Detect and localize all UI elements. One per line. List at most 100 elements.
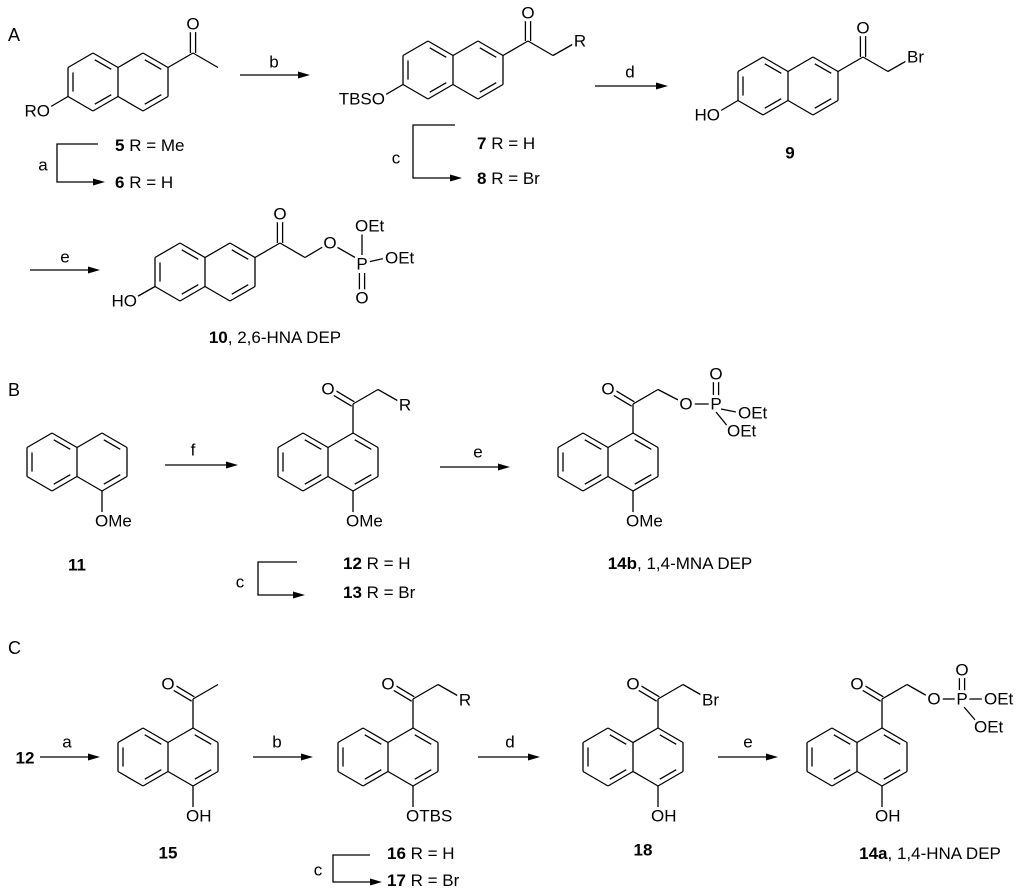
ring-bond xyxy=(67,52,94,69)
arrowhead xyxy=(766,753,778,761)
ring-bond xyxy=(352,432,379,449)
atom-o: O xyxy=(323,234,336,253)
arrowhead xyxy=(88,266,100,274)
ring-bond xyxy=(192,770,219,787)
compound-16-structure: O R OTBS xyxy=(378,672,474,829)
atom-o: O xyxy=(955,661,968,680)
atom-o: O xyxy=(679,395,692,414)
bond xyxy=(502,40,529,57)
arrowhead xyxy=(450,174,462,182)
compound-label-8: 8 R = Br xyxy=(477,169,540,188)
bond xyxy=(552,42,576,57)
bond xyxy=(682,683,704,697)
ring-bond xyxy=(117,52,144,69)
ring-bond xyxy=(117,727,144,744)
compound-15-structure: O OH xyxy=(158,672,214,829)
ring-bond xyxy=(167,727,194,744)
aromatic-inner-bond xyxy=(479,82,497,93)
ring-bond xyxy=(477,83,504,100)
double-bond xyxy=(334,389,355,403)
aromatic-inner-bond xyxy=(883,734,901,745)
ring-bond xyxy=(787,99,814,116)
aromatic-inner-bond xyxy=(304,439,322,450)
compound-label-12: 12 R = H xyxy=(343,554,411,573)
atom-ome: OMe xyxy=(626,512,663,531)
arrowhead xyxy=(93,178,105,186)
aromatic-inner-bond xyxy=(231,284,249,295)
panel-label-b: B xyxy=(8,380,20,400)
atom-ome: OMe xyxy=(95,512,132,531)
ring-bond xyxy=(167,770,194,787)
ring-bond xyxy=(67,95,94,112)
aromatic-inner-bond xyxy=(144,59,162,70)
ring-bond xyxy=(101,475,128,492)
reagent-f: f xyxy=(191,441,196,460)
ring-bond xyxy=(154,285,181,302)
ring-bond xyxy=(204,285,231,302)
compound-10-structure: O O P OEt OEt O HO xyxy=(109,202,418,314)
compound-label-6: 6 R = H xyxy=(115,173,173,192)
compound-label-13: 13 R = Br xyxy=(343,583,416,602)
ring-bond xyxy=(101,432,128,449)
atom-ho: HO xyxy=(112,292,138,311)
ring-bond xyxy=(452,40,479,57)
aromatic-inner-bond xyxy=(814,98,832,109)
compound-label-18: 18 xyxy=(634,841,653,860)
atom-o: O xyxy=(521,4,534,23)
double-bond xyxy=(611,393,632,407)
ring-bond xyxy=(762,99,789,116)
ring-bond xyxy=(557,475,584,492)
aromatic-inner-bond xyxy=(764,63,782,74)
aromatic-inner-bond xyxy=(364,734,382,745)
aromatic-inner-bond xyxy=(414,734,432,745)
aromatic-inner-bond xyxy=(53,439,71,450)
reagent-e: e xyxy=(743,733,752,752)
ring-bond xyxy=(582,432,609,449)
ring-bond xyxy=(737,56,764,73)
aromatic-inner-bond xyxy=(883,769,901,780)
compound-14a-structure: O O P O OEt OEt OH xyxy=(847,658,1016,829)
aromatic-inner-bond xyxy=(659,734,677,745)
atom-o: O xyxy=(161,675,174,694)
bond xyxy=(377,388,401,403)
compound-label-14b: 14b, 1,4-MNA DEP xyxy=(608,554,753,573)
atom-p: P xyxy=(956,690,967,709)
atom-p: P xyxy=(356,255,367,274)
aromatic-inner-bond xyxy=(659,769,677,780)
reagent-e: e xyxy=(60,248,69,267)
ring-bond xyxy=(881,770,908,787)
atom-o: O xyxy=(709,365,722,384)
double-bond xyxy=(174,684,195,698)
aromatic-inner-bond xyxy=(231,249,249,260)
compound-7-structure: O R TBSO xyxy=(336,1,589,112)
ring-bond xyxy=(856,727,883,744)
bond xyxy=(963,706,977,722)
bond xyxy=(412,683,439,700)
ring-bond xyxy=(607,770,634,787)
atom-o: O xyxy=(626,675,639,694)
reagent-a: a xyxy=(62,733,72,752)
atom-ome: OMe xyxy=(346,512,383,531)
ring-bond xyxy=(387,770,414,787)
ring-bond xyxy=(402,40,429,57)
atom-oet: OEt xyxy=(355,217,385,236)
atom-oh: OH xyxy=(186,807,212,826)
compound-label-9: 9 xyxy=(785,144,794,163)
arrowhead xyxy=(298,71,310,79)
aromatic-inner-bond xyxy=(194,769,212,780)
ring-bond xyxy=(76,475,103,492)
compound-label-14a: 14a, 1,4-HNA DEP xyxy=(859,844,1001,863)
compound-5-structure: O RO xyxy=(22,12,203,124)
bond xyxy=(352,388,379,405)
bond xyxy=(657,683,684,700)
atom-o: O xyxy=(321,380,334,399)
compound-12-structure: O R OMe xyxy=(318,377,414,534)
aromatic-inner-bond xyxy=(194,734,212,745)
arrowhead xyxy=(226,461,238,469)
double-bond xyxy=(614,389,635,403)
arrowhead xyxy=(370,878,382,886)
atom-oh: OH xyxy=(651,807,677,826)
aromatic-inner-bond xyxy=(103,474,121,485)
bracket-arrow xyxy=(412,124,456,179)
arrowhead xyxy=(293,591,305,599)
